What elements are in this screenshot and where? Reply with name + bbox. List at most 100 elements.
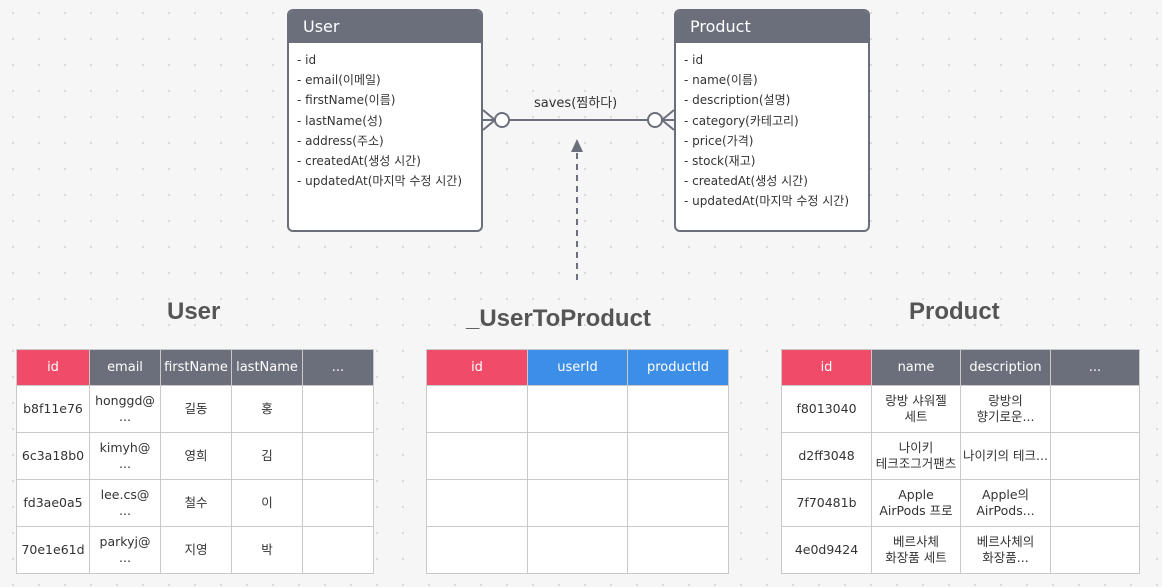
dashed-arrow-icon xyxy=(571,139,583,280)
column-header: id xyxy=(16,349,90,386)
table-cell xyxy=(302,526,374,574)
column-header: productId xyxy=(627,349,729,386)
table-cell: d2ff3048 xyxy=(781,432,872,480)
user-entity-title: User xyxy=(289,11,481,43)
entity-field: - updatedAt(마지막 수정 시간) xyxy=(297,174,463,189)
table-cell: 지영 xyxy=(160,526,232,574)
column-header: description xyxy=(960,349,1051,386)
table-cell xyxy=(302,479,374,527)
table-cell: 박 xyxy=(231,526,303,574)
entity-field: - lastName(성) xyxy=(297,113,383,128)
table-cell xyxy=(426,479,528,527)
column-header: email xyxy=(89,349,161,386)
entity-field: - address(주소) xyxy=(297,133,384,148)
table-cell: 4e0d9424 xyxy=(781,526,872,574)
entity-field: - firstName(이름) xyxy=(297,93,396,108)
entity-field: - updatedAt(마지막 수정 시간) xyxy=(684,194,850,209)
column-header: id xyxy=(426,349,528,386)
entity-field: - email(이메일) xyxy=(297,73,381,88)
table-cell: kimyh@... xyxy=(89,432,161,480)
table-cell xyxy=(627,479,729,527)
table-cell xyxy=(426,385,528,433)
product-entity-fields: - id - name(이름) - description(설명) - categor… xyxy=(676,43,868,212)
table-cell: 철수 xyxy=(160,479,232,527)
column-header: name xyxy=(871,349,961,386)
table-cell: honggd@... xyxy=(89,385,161,433)
table-cell xyxy=(1050,385,1140,433)
column-header: ... xyxy=(302,349,374,386)
relation-label: saves(찜하다) xyxy=(534,96,618,111)
entity-field: - price(가격) xyxy=(684,133,754,148)
column-header: userId xyxy=(527,349,628,386)
table-cell: 홍 xyxy=(231,385,303,433)
table-cell xyxy=(627,526,729,574)
table-cell xyxy=(426,526,528,574)
entity-field: - name(이름) xyxy=(684,73,758,88)
table-cell: 70e1e61d xyxy=(16,526,90,574)
join-table-title: _UserToProduct xyxy=(466,305,651,332)
crows-foot-user-icon xyxy=(482,109,510,131)
table-cell: b8f11e76 xyxy=(16,385,90,433)
product-entity-title: Product xyxy=(676,11,868,43)
column-header: lastName xyxy=(231,349,303,386)
table-row xyxy=(426,479,729,527)
crows-foot-product-icon xyxy=(647,109,675,131)
user-entity-fields: - id - email(이메일) - firstName(이름) - lastNam… xyxy=(289,43,481,191)
entity-field: - id xyxy=(297,53,317,67)
entity-field: - id xyxy=(684,53,704,67)
table-cell: lee.cs@... xyxy=(89,479,161,527)
table-cell: 김 xyxy=(231,432,303,480)
table-cell xyxy=(527,432,628,480)
entity-field: - stock(재고) xyxy=(684,154,756,169)
table-row xyxy=(426,526,729,574)
user-table-title: User xyxy=(167,298,221,325)
table-cell: 영희 xyxy=(160,432,232,480)
entity-field: - createdAt(생성 시간) xyxy=(297,154,421,169)
table-cell xyxy=(527,385,628,433)
table-cell xyxy=(527,526,628,574)
entity-field: - category(카테고리) xyxy=(684,113,799,128)
table-cell xyxy=(627,385,729,433)
table-cell xyxy=(302,432,374,480)
table-cell: 길동 xyxy=(160,385,232,433)
table-cell: f8013040 xyxy=(781,385,872,433)
table-cell xyxy=(426,432,528,480)
table-cell: 이 xyxy=(231,479,303,527)
table-cell: parkyj@... xyxy=(89,526,161,574)
table-row xyxy=(426,432,729,480)
table-cell xyxy=(1050,432,1140,480)
product-entity[interactable]: Product - id- name(이름)- description(설명)-… xyxy=(674,9,870,232)
product-table-title: Product xyxy=(909,298,1000,325)
table-cell: 나이키의 테크... xyxy=(960,432,1051,480)
column-header: id xyxy=(781,349,872,386)
table-cell xyxy=(1050,526,1140,574)
table-cell xyxy=(627,432,729,480)
user-entity[interactable]: User - id - email(이메일) - firstName(이름) - la… xyxy=(287,9,483,232)
entity-field: - createdAt(생성 시간) xyxy=(684,174,808,189)
entity-field: - description(설명) xyxy=(684,93,791,108)
table-row xyxy=(426,385,729,433)
column-header: ... xyxy=(1050,349,1140,386)
table-cell: fd3ae0a5 xyxy=(16,479,90,527)
table-cell: 6c3a18b0 xyxy=(16,432,90,480)
table-cell xyxy=(527,479,628,527)
